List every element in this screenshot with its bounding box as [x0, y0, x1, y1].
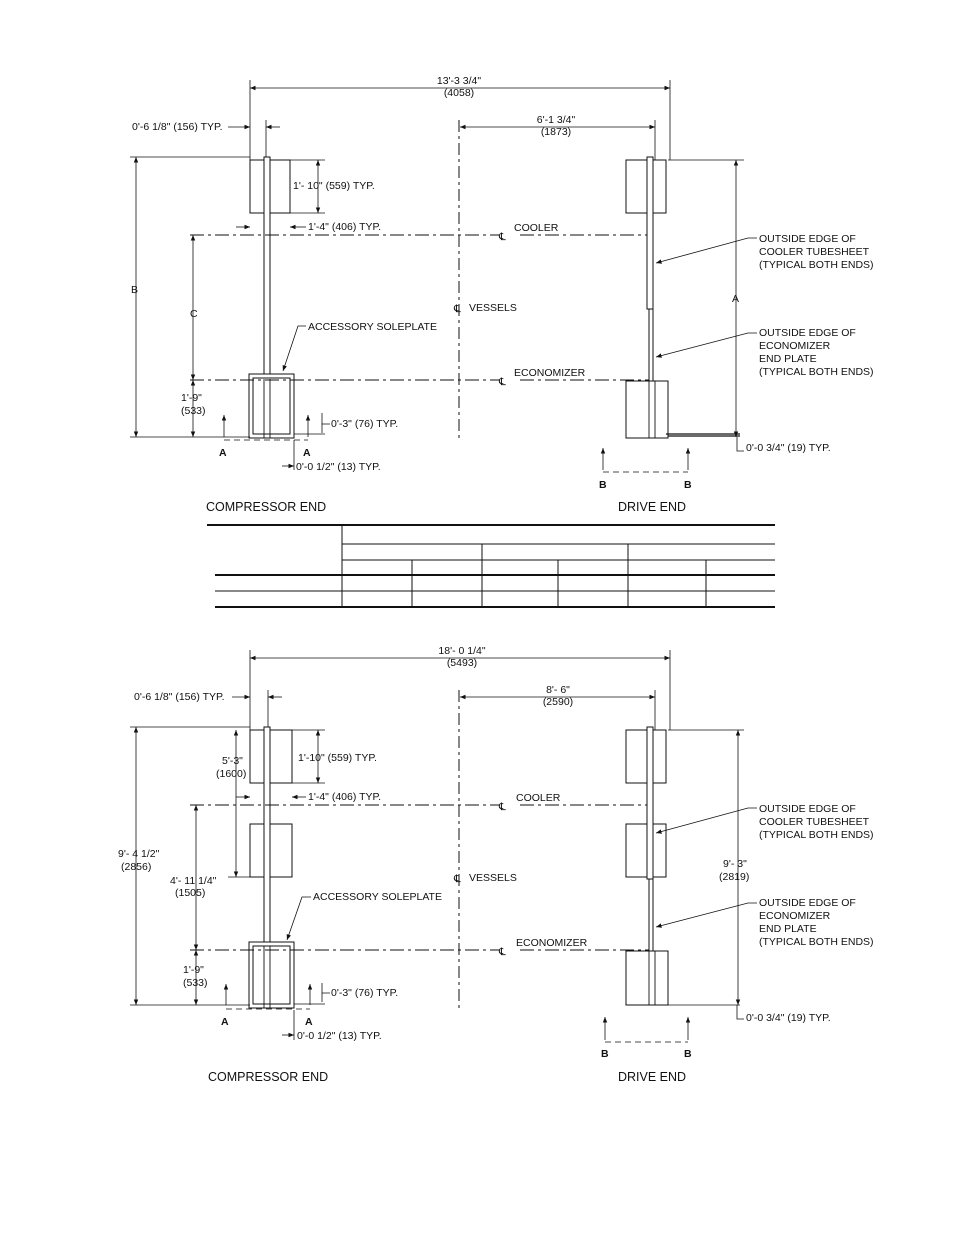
- top-vessels-cl-symbol: ℄: [453, 303, 461, 315]
- top-drive-bottom-label: 0'-0 3/4" (19) TYP.: [746, 442, 831, 454]
- top-overall-width-mm-label: (4058): [444, 87, 474, 99]
- top-drive-offset-mm-label: (1873): [541, 126, 571, 138]
- top-section-a-right: A: [303, 447, 311, 459]
- bottom-mid-height-label: 4'- 11 1/4": [170, 875, 217, 887]
- bottom-econ-height-mm-label: (533): [183, 977, 208, 989]
- top-vessels-label: VESSELS: [469, 302, 517, 314]
- top-endplate-note-3: END PLATE: [759, 353, 817, 365]
- top-tubesheet-note-1: OUTSIDE EDGE OF: [759, 233, 856, 245]
- bottom-section-a-right: A: [305, 1016, 313, 1028]
- bottom-soleplate-edge-label: 0'-0 1/2" (13) TYP.: [297, 1030, 382, 1042]
- bottom-section-a-left: A: [221, 1016, 229, 1028]
- top-section-b-right: B: [684, 479, 692, 491]
- bottom-mid-height-mm-label: (1505): [175, 887, 205, 899]
- bottom-soleplate-label: ACCESSORY SOLEPLATE: [313, 891, 442, 903]
- top-overall-width-label: 13'-3 3/4": [437, 75, 482, 87]
- top-foot-width-label: 1'-4" (406) TYP.: [308, 221, 381, 233]
- bottom-drive-end-title: DRIVE END: [618, 1070, 686, 1084]
- top-cooler-label: COOLER: [514, 222, 559, 234]
- top-endplate-note-1: OUTSIDE EDGE OF: [759, 327, 856, 339]
- top-tubesheet-note-2: COOLER TUBESHEET: [759, 246, 870, 258]
- bottom-diagram: 18'- 0 1/4" (5493) 0'-6 1/8" (156) TYP. …: [118, 645, 874, 1084]
- bottom-overall-width-mm-label: (5493): [447, 657, 477, 669]
- top-compressor-end-view: [248, 156, 295, 439]
- top-overall-width-dimension: 13'-3 3/4" (4058): [249, 75, 671, 160]
- top-drive-offset-label: 6'-1 3/4": [537, 114, 576, 126]
- top-section-a-left: A: [219, 447, 227, 459]
- top-dim-b: B: [131, 284, 138, 296]
- top-diagram: 13'-3 3/4" (4058) 0'-6 1/8" (156) TYP. 6…: [130, 75, 874, 514]
- bottom-tubesheet-note-1: OUTSIDE EDGE OF: [759, 803, 856, 815]
- bottom-drive-end-view: [625, 726, 669, 1006]
- top-soleplate-label: ACCESSORY SOLEPLATE: [308, 321, 437, 333]
- top-cooler-cl-symbol: ℄: [498, 231, 506, 243]
- bottom-endplate-note-2: ECONOMIZER: [759, 910, 831, 922]
- bottom-compressor-end-title: COMPRESSOR END: [208, 1070, 328, 1084]
- bottom-vessels-cl-symbol: ℄: [453, 873, 461, 885]
- bottom-foot-height-label: 1'-10" (559) TYP.: [298, 752, 377, 764]
- bottom-drive-height-label: 9'- 3": [723, 858, 747, 870]
- top-dim-a: A: [732, 293, 739, 305]
- bottom-drive-offset-mm-label: (2590): [543, 696, 573, 708]
- top-soleplate-offset-label: 0'-3" (76) TYP.: [331, 418, 398, 430]
- bottom-drive-bottom-label: 0'-0 3/4" (19) TYP.: [746, 1012, 831, 1024]
- top-section-b-left: B: [599, 479, 607, 491]
- bottom-end-offset-label: 0'-6 1/8" (156) TYP.: [134, 691, 225, 703]
- top-econ-height-mm-label: (533): [181, 405, 206, 417]
- top-endplate-note-4: (TYPICAL BOTH ENDS): [759, 366, 874, 378]
- top-dim-c: C: [190, 308, 198, 320]
- bottom-drive-offset-label: 8'- 6": [546, 684, 570, 696]
- bottom-compressor-end-view: [248, 726, 295, 1009]
- top-soleplate-edge-label: 0'-0 1/2" (13) TYP.: [296, 461, 381, 473]
- top-economizer-label: ECONOMIZER: [514, 367, 586, 379]
- bottom-overall-height-mm-label: (2856): [121, 861, 151, 873]
- top-tubesheet-note-3: (TYPICAL BOTH ENDS): [759, 259, 874, 271]
- top-econ-cl-symbol: ℄: [498, 376, 506, 388]
- bottom-endplate-note-4: (TYPICAL BOTH ENDS): [759, 936, 874, 948]
- bottom-section-b-right: B: [684, 1048, 692, 1060]
- bottom-tubesheet-note-2: COOLER TUBESHEET: [759, 816, 870, 828]
- bottom-tubesheet-note-3: (TYPICAL BOTH ENDS): [759, 829, 874, 841]
- bottom-drive-height-mm-label: (2819): [719, 871, 749, 883]
- bottom-cooler-cl-symbol: ℄: [498, 801, 506, 813]
- top-tubesheet: [263, 156, 271, 380]
- bottom-foot-width-label: 1'-4" (406) TYP.: [308, 791, 381, 803]
- bottom-soleplate-offset-label: 0'-3" (76) TYP.: [331, 987, 398, 999]
- top-end-offset-label: 0'-6 1/8" (156) TYP.: [132, 121, 223, 133]
- top-drive-end-title: DRIVE END: [618, 500, 686, 514]
- bottom-section-b-left: B: [601, 1048, 609, 1060]
- bottom-foot-top-label: 5'-3": [222, 755, 243, 767]
- bottom-economizer-label: ECONOMIZER: [516, 937, 588, 949]
- bottom-overall-width-label: 18'- 0 1/4": [438, 645, 485, 657]
- dimension-table: [207, 524, 775, 608]
- top-econ-height-label: 1'-9": [181, 392, 202, 404]
- bottom-econ-cl-symbol: ℄: [498, 946, 506, 958]
- bottom-foot-top-mm-label: (1600): [216, 768, 246, 780]
- bottom-endplate-note-1: OUTSIDE EDGE OF: [759, 897, 856, 909]
- top-compressor-end-title: COMPRESSOR END: [206, 500, 326, 514]
- bottom-overall-height-label: 9'- 4 1/2": [118, 848, 160, 860]
- top-endplate-note-2: ECONOMIZER: [759, 340, 831, 352]
- bottom-endplate-note-3: END PLATE: [759, 923, 817, 935]
- bottom-vessels-label: VESSELS: [469, 872, 517, 884]
- bottom-econ-height-label: 1'-9": [183, 964, 204, 976]
- top-drive-end-view: [625, 156, 740, 439]
- bottom-cooler-label: COOLER: [516, 792, 561, 804]
- top-foot-height-label: 1'- 10" (559) TYP.: [293, 180, 375, 192]
